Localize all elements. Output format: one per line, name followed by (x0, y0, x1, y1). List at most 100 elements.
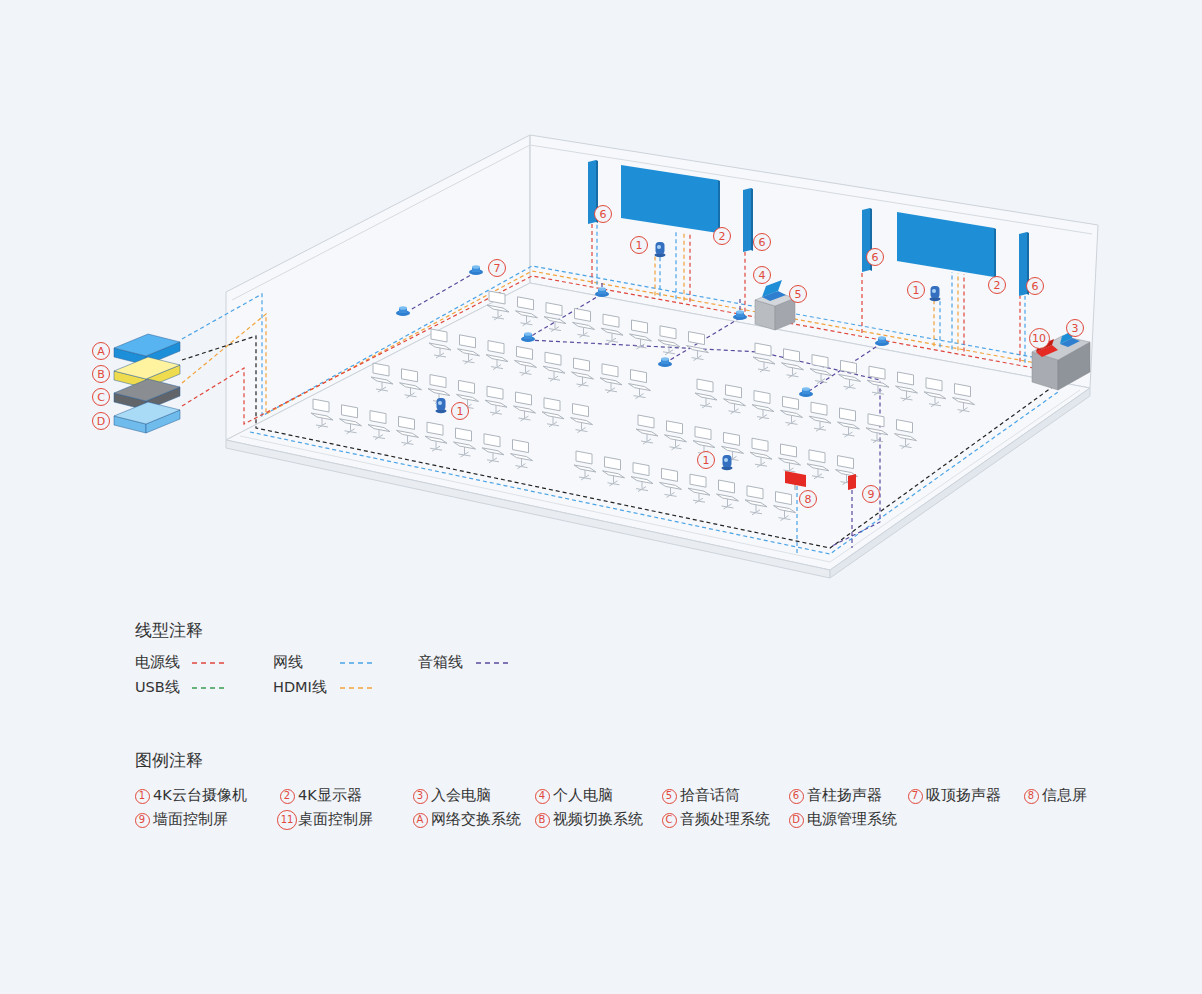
chair (371, 363, 393, 392)
chair-back (545, 352, 561, 365)
callout-number: 1 (907, 281, 925, 299)
chair-leg (487, 453, 499, 463)
chair-leg (786, 415, 798, 425)
chair-back (697, 379, 713, 392)
chair-seat (543, 366, 565, 373)
legend-text: 音柱扬声器 (807, 788, 882, 804)
chair (515, 346, 537, 375)
chair-seat (660, 482, 682, 489)
chair-leg (405, 388, 417, 398)
chair-seat (750, 452, 772, 459)
chair-seat (839, 374, 861, 381)
info-screen (785, 471, 806, 487)
chair-back (431, 329, 447, 342)
chair (631, 463, 653, 492)
callout-number: 3 (1066, 319, 1084, 337)
chair-seat (665, 435, 687, 442)
chair-back (897, 420, 913, 433)
chair-leg (605, 383, 617, 393)
chair-seat (371, 377, 393, 384)
cable (528, 340, 880, 546)
chair (429, 329, 451, 358)
chair (486, 341, 508, 370)
cable (951, 272, 952, 349)
chair-back (840, 408, 856, 421)
cable (689, 234, 690, 302)
cable (1019, 296, 1020, 362)
chair-seat (809, 416, 831, 423)
chair-seat (485, 400, 507, 407)
chair (839, 360, 861, 389)
wall-control-screen (848, 474, 856, 490)
chair-back (838, 456, 854, 469)
chair-seat (571, 418, 593, 425)
chair (807, 450, 829, 479)
chair-seat (631, 477, 653, 484)
chair-seat (782, 363, 804, 370)
callout-number: 1 (697, 451, 715, 469)
callout-number: 6 (789, 789, 804, 804)
callout-number: 4 (535, 789, 550, 804)
chair-back (724, 432, 740, 445)
ceiling-speaker (878, 336, 886, 340)
wiring (182, 222, 1062, 554)
chair-seat (340, 419, 362, 426)
chair-back (513, 440, 529, 453)
chair (665, 421, 687, 450)
callout-number: A (92, 342, 110, 360)
chair-leg (755, 457, 767, 467)
chair-back (752, 438, 768, 451)
chair (571, 404, 593, 433)
chair-back (516, 392, 532, 405)
callout-number: 3 (413, 789, 428, 804)
chairs (311, 291, 975, 521)
ceiling-speaker (524, 332, 532, 336)
chair (774, 492, 796, 521)
chair-seat (810, 369, 832, 376)
chair-leg (459, 447, 471, 457)
chair-leg (929, 397, 941, 407)
chair-seat (486, 355, 508, 362)
cable (796, 486, 797, 553)
chair-leg (814, 421, 826, 431)
chair-back (689, 332, 705, 345)
chair-seat (458, 349, 480, 356)
chair-seat (895, 434, 917, 441)
chair-seat (722, 446, 744, 453)
chair-seat (658, 340, 680, 347)
chair-seat (838, 422, 860, 429)
callout-number: 7 (908, 789, 923, 804)
chair-leg (958, 403, 970, 413)
slab-top (114, 402, 180, 424)
chair (603, 457, 625, 486)
callout-number: 7 (488, 259, 506, 277)
chair-back (459, 380, 475, 393)
callout-number: 9 (135, 813, 150, 828)
chair-seat (753, 357, 775, 364)
chair-back (370, 411, 386, 424)
legend-text: 桌面控制屏 (298, 812, 373, 828)
chair (636, 415, 658, 444)
chair (482, 434, 504, 463)
callout-number: 6 (866, 248, 884, 266)
chair (782, 349, 804, 378)
chair (717, 480, 739, 509)
chair-back (456, 428, 472, 441)
cable (957, 273, 958, 351)
legend-text: 个人电脑 (553, 788, 613, 804)
chair (953, 384, 975, 413)
chair-back (573, 404, 589, 417)
chair (572, 358, 594, 387)
chair-seat (636, 429, 658, 436)
cable (683, 233, 684, 301)
chair-seat (397, 430, 419, 437)
chair-back (841, 360, 857, 373)
chair-seat (745, 500, 767, 507)
line-sample (192, 662, 225, 663)
chair-leg (693, 493, 705, 503)
chair-leg (692, 351, 704, 361)
legend-text: 音箱线 (418, 655, 463, 671)
chair-back (603, 314, 619, 327)
legend-text: 信息屏 (1042, 788, 1087, 804)
camera-lens (438, 401, 442, 405)
